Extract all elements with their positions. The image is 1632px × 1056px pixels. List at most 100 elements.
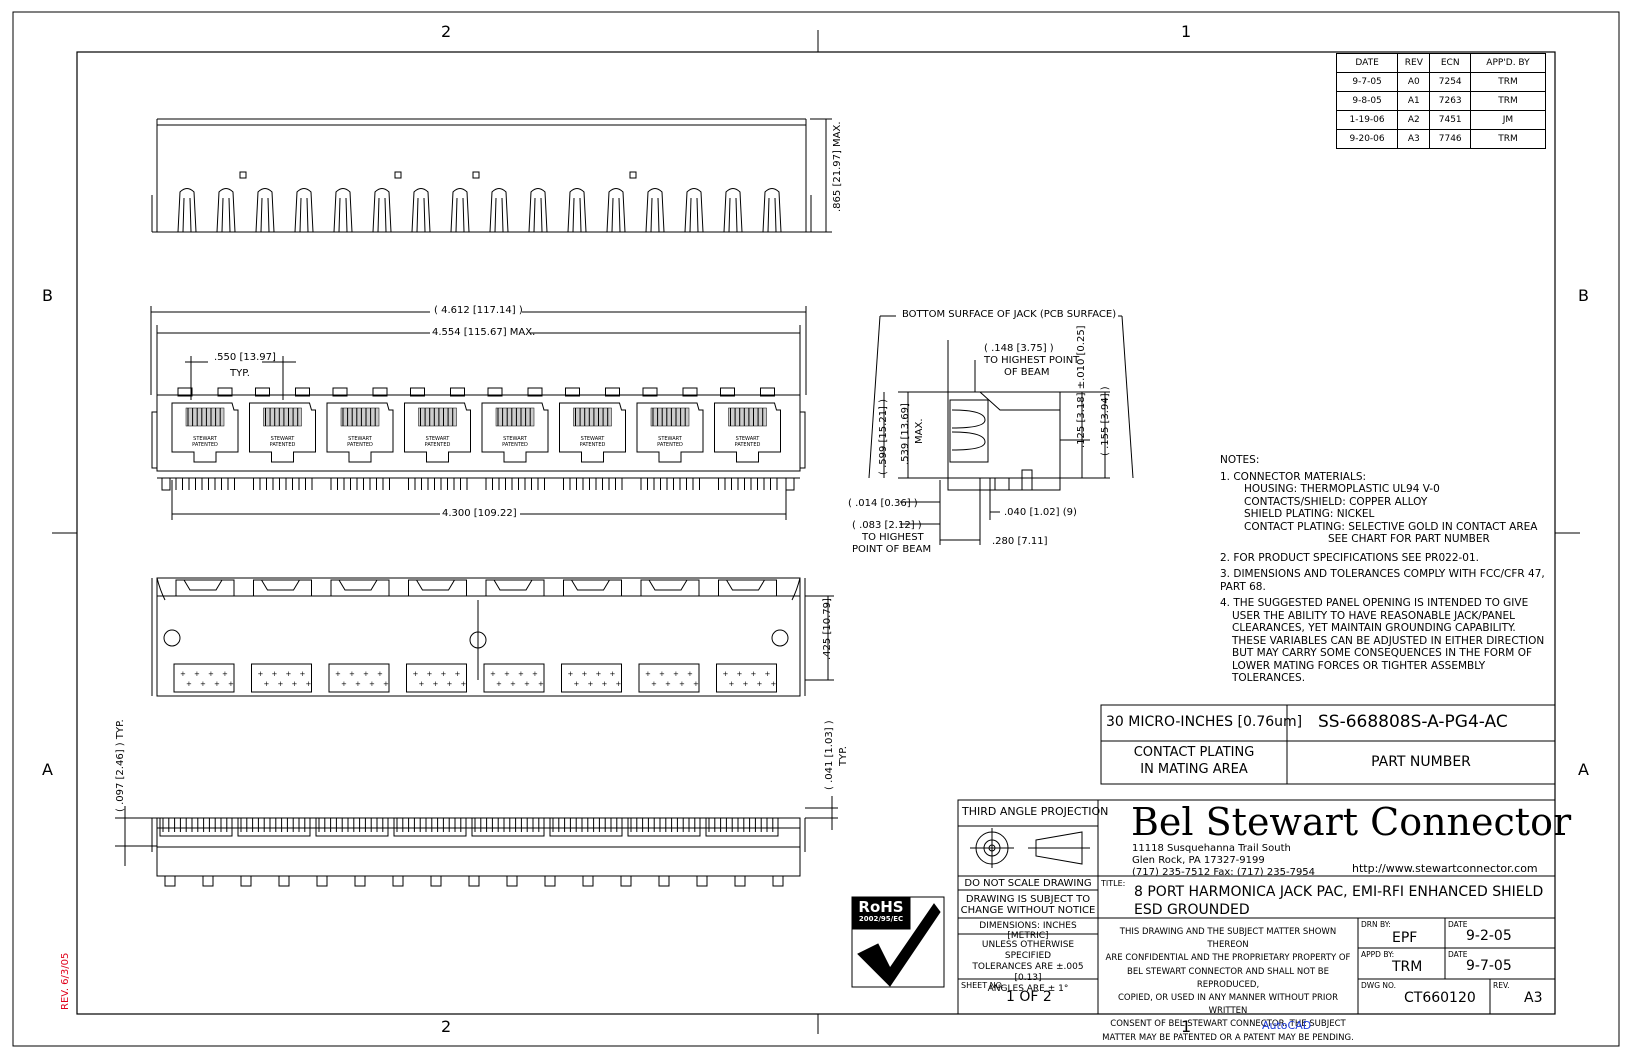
part-number-value: SS-668808S-A-PG4-AC: [1318, 712, 1508, 732]
projection-label: THIRD ANGLE PROJECTION: [962, 805, 1109, 818]
dim-097: ( .097 [2.46] ) TYP.: [115, 719, 126, 812]
port-stamp-l2: PATENTED: [502, 442, 528, 448]
top-view: [151, 118, 832, 233]
dim-041-typ: TYP.: [838, 746, 849, 766]
svg-text:+: +: [306, 680, 312, 688]
rear-pin: [620, 875, 632, 887]
grid-bottom-2: 2: [441, 1017, 452, 1036]
grid-top-1: 1: [1181, 22, 1192, 41]
svg-text:+: +: [596, 670, 602, 678]
port-stamp-l2: PATENTED: [734, 442, 761, 448]
drn-value: EPF: [1392, 930, 1418, 946]
svg-text:+: +: [341, 680, 347, 688]
tol-l2: TOLERANCES ARE ±.005 [0.13]: [972, 962, 1084, 983]
svg-text:+: +: [427, 670, 433, 678]
shield-tab: [394, 171, 402, 179]
sheet-label: SHEET NO.: [961, 981, 1005, 990]
bottom-view: ++++++++++++++++++++++++++++++++++++++++…: [151, 577, 834, 697]
dwg-number: CT660120: [1404, 990, 1476, 1006]
svg-text:+: +: [693, 680, 699, 688]
port-stamp-l1: STEWART: [735, 436, 760, 442]
latch-window: [260, 579, 301, 591]
title-block-lines: [957, 704, 1556, 1015]
rev-cell: 7254: [1429, 72, 1471, 92]
revision-row: 9-8-05 A1 7263 TRM: [1335, 91, 1547, 111]
dim-425: .425 [10.79]: [822, 598, 833, 660]
port-stamp-l2: PATENTED: [269, 442, 296, 448]
rear-pin: [468, 875, 480, 887]
port-opening: [636, 402, 704, 463]
rear-pin: [772, 875, 784, 887]
rev-cell: 1-19-06: [1335, 110, 1399, 130]
dim-overall-max: 4.554 [115.67] MAX.: [432, 327, 536, 338]
shield-finger: [528, 188, 548, 233]
rear-pin: [392, 875, 404, 887]
revision-row: 9-20-06 A3 7746 TRM: [1335, 129, 1547, 149]
revision-row: 1-19-06 A2 7451 JM: [1335, 110, 1547, 130]
svg-text:+: +: [524, 680, 530, 688]
front-view: [150, 306, 807, 520]
port-opening: [481, 402, 549, 463]
svg-text:+: +: [532, 670, 538, 678]
svg-text:+: +: [278, 680, 284, 688]
svg-text:+: +: [349, 670, 355, 678]
latch-window: [725, 579, 766, 591]
svg-text:+: +: [504, 670, 510, 678]
rev-cell: A2: [1397, 110, 1431, 130]
subject-l2: CHANGE WITHOUT NOTICE: [960, 905, 1096, 916]
port-stamp-l1: STEWART: [580, 436, 605, 442]
svg-text:+: +: [490, 670, 496, 678]
port-opening: [326, 402, 394, 463]
plating-label: CONTACT PLATING IN MATING AREA: [1101, 744, 1287, 778]
pin-field: [638, 663, 700, 693]
svg-text:+: +: [413, 670, 419, 678]
svg-text:+: +: [771, 680, 777, 688]
svg-text:+: +: [180, 670, 186, 678]
svg-text:+: +: [665, 680, 671, 688]
svg-text:+: +: [496, 680, 502, 688]
latch-window: [648, 579, 688, 591]
svg-text:+: +: [651, 680, 657, 688]
rev-margin-note: REV. 6/3/05: [60, 952, 71, 1010]
rohs-logo: [851, 896, 945, 988]
shield-finger: [645, 188, 665, 233]
pin-field: [328, 663, 390, 693]
svg-text:+: +: [659, 670, 665, 678]
note-line: THESE VARIABLES CAN BE ADJUSTED IN EITHE…: [1232, 634, 1545, 647]
dim-pitch: .550 [13.97]: [214, 352, 276, 363]
rear-segment: [315, 818, 389, 837]
drn-date: 9-2-05: [1466, 928, 1512, 944]
autocad-label: AutoCAD: [1262, 1019, 1312, 1032]
shield-finger: [255, 188, 275, 233]
label-bottom-surface: BOTTOM SURFACE OF JACK (PCB SURFACE): [900, 309, 1119, 320]
shield-finger: [333, 188, 353, 233]
port-stamp-l2: PATENTED: [424, 442, 451, 448]
rohs-title: RoHS: [858, 898, 904, 916]
svg-text:+: +: [447, 680, 453, 688]
note-line: CONTACT PLATING: SELECTIVE GOLD IN CONTA…: [1244, 520, 1538, 533]
drawing-title: 8 PORT HARMONICA JACK PAC, EMI-RFI ENHAN…: [1134, 883, 1543, 919]
svg-text:+: +: [355, 680, 361, 688]
svg-text:+: +: [582, 670, 588, 678]
dim-280: .280 [7.11]: [992, 536, 1048, 547]
latch-window: [415, 579, 456, 591]
note-3: 3. DIMENSIONS AND TOLERANCES COMPLY WITH…: [1220, 568, 1545, 593]
shield-finger: [450, 188, 470, 233]
rev-cell: TRM: [1469, 129, 1547, 149]
rear-pin: [734, 875, 746, 887]
svg-text:+: +: [258, 670, 264, 678]
latch-window: [570, 579, 611, 591]
port-stamp-l1: STEWART: [658, 436, 682, 442]
rev-value: A3: [1524, 990, 1543, 1006]
rev-cell: 9-8-05: [1335, 91, 1399, 111]
rear-segment: [471, 818, 545, 837]
dim-083-l3: POINT OF BEAM: [852, 544, 932, 555]
notes-block: NOTES: 1. CONNECTOR MATERIALS: HOUSING: …: [1220, 454, 1550, 685]
svg-text:+: +: [214, 680, 220, 688]
appd-date: 9-7-05: [1466, 958, 1512, 974]
svg-text:+: +: [264, 680, 270, 688]
notes-heading: NOTES:: [1220, 454, 1260, 466]
